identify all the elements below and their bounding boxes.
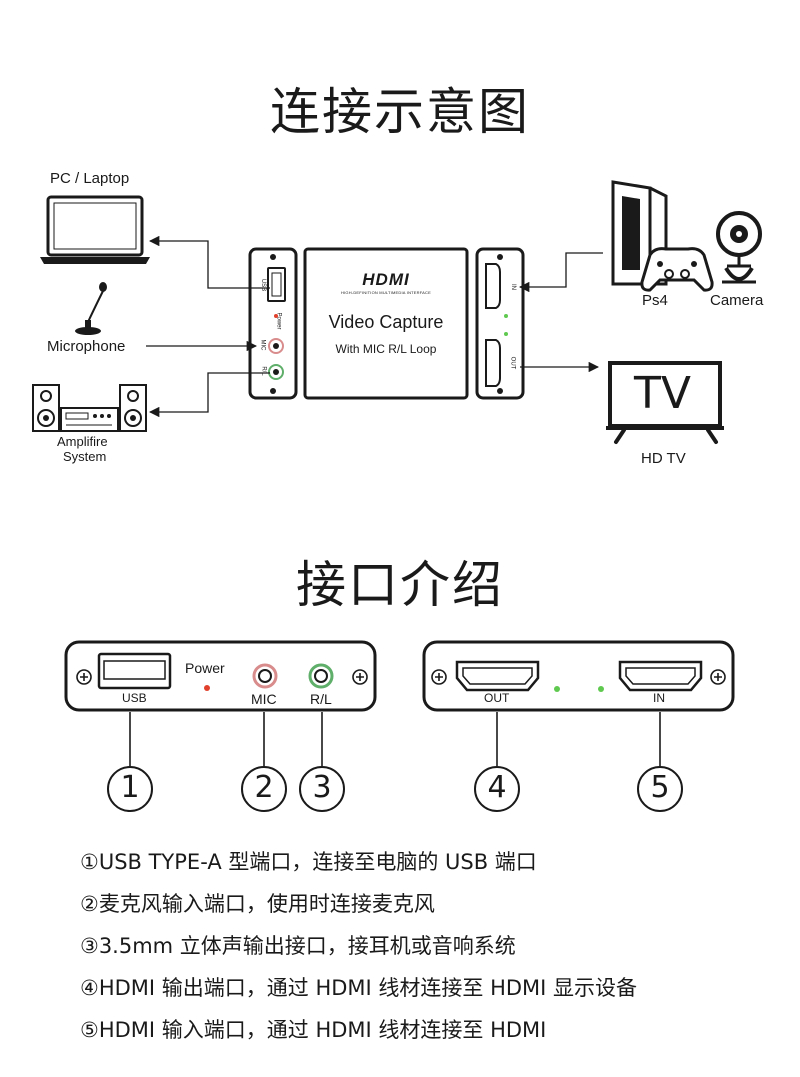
description-3: ③3.5mm 立体声输出接口，接耳机或音响系统 [80, 934, 516, 958]
amplifier-icon [32, 384, 147, 432]
capture-device-box [303, 247, 469, 400]
description-5: ⑤HDMI 输入端口，通过 HDMI 线材连接至 HDMI [80, 1018, 547, 1042]
callout-number-1: 1 [120, 770, 140, 805]
description-1: ①USB TYPE-A 型端口，连接至电脑的 USB 端口 [80, 850, 537, 874]
device-subtitle: With MIC R/L Loop [335, 342, 437, 356]
small-out-label: OUT [509, 356, 516, 370]
amplifier-label-line2: System [63, 449, 107, 464]
panel-out-label: OUT [484, 691, 510, 705]
panel-in-label: IN [653, 691, 665, 705]
small-in-label: IN [510, 284, 516, 290]
tv-screen-text: TV [634, 368, 691, 419]
callout-number-3: 3 [312, 770, 332, 805]
panel-rl-label: R/L [310, 691, 332, 707]
interfaces-title: 接口介绍 [296, 556, 504, 614]
pc-laptop-label: PC / Laptop [50, 170, 130, 187]
small-usb-label: USB [260, 278, 267, 292]
small-mic-label: MIC [259, 339, 266, 351]
callout-circle-3 [299, 766, 345, 812]
description-2: ②麦克风输入端口，使用时连接麦克风 [80, 892, 435, 916]
laptop-icon [40, 195, 150, 264]
callout-circle-1 [107, 766, 153, 812]
hdmi-logo-subtitle: HIGH-DEFINITION MULTIMEDIA INTERFACE [340, 290, 432, 295]
device-side-panel-right [475, 247, 525, 400]
callout-number-4: 4 [487, 770, 507, 805]
device-title: Video Capture [328, 312, 444, 332]
hd-tv-label: HD TV [641, 450, 686, 467]
description-4: ④HDMI 输出端口，通过 HDMI 线材连接至 HDMI 显示设备 [80, 976, 638, 1000]
ps4-label: Ps4 [642, 292, 668, 309]
ps4-icon [611, 180, 714, 292]
tv-icon [606, 361, 724, 444]
callout-number-2: 2 [254, 770, 274, 805]
camera-label: Camera [710, 292, 764, 309]
connection-diagram-title: 连接示意图 [270, 83, 530, 141]
panel-usb-label: USB [122, 691, 147, 705]
microphone-icon [75, 282, 107, 335]
device-side-panel-left [248, 247, 298, 400]
hdmi-logo: HDMI [362, 270, 410, 289]
small-power-label: Power [275, 312, 282, 330]
callout-circle-4 [474, 766, 520, 812]
callout-number-5: 5 [650, 770, 670, 805]
panel-power-label: Power [185, 660, 225, 676]
front-panel [64, 640, 377, 712]
camera-icon [716, 211, 762, 284]
small-rl-label: R/L [260, 366, 267, 376]
callout-circle-5 [637, 766, 683, 812]
callout-circle-2 [241, 766, 287, 812]
back-panel [422, 640, 735, 712]
microphone-label: Microphone [47, 338, 126, 355]
amplifier-label-line1: Amplifire [57, 434, 108, 449]
panel-mic-label: MIC [251, 691, 277, 707]
